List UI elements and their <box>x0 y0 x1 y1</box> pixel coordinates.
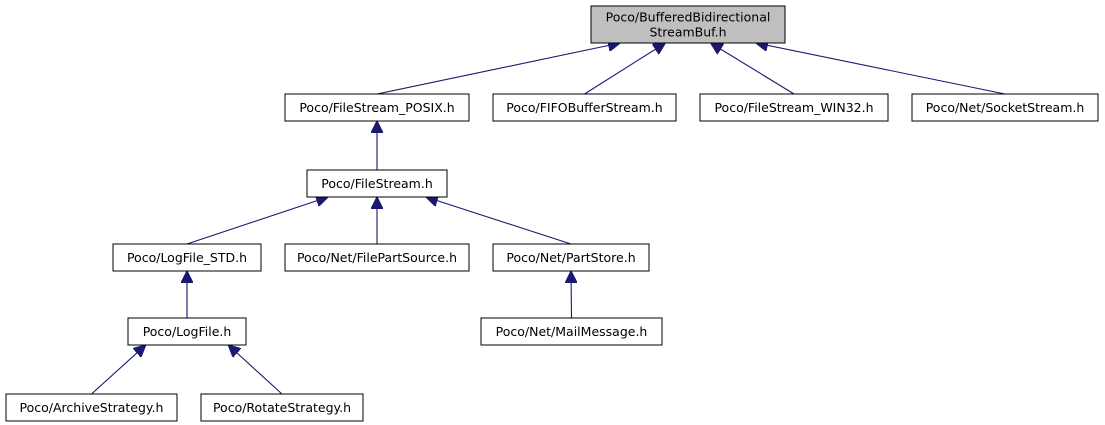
node-box-win32 <box>699 93 889 122</box>
node-label-logfile: Poco/LogFile.h <box>143 324 232 339</box>
edge-socket-to-root <box>756 43 1006 95</box>
node-box-rotate <box>200 393 364 422</box>
node-label-socket: Poco/Net/SocketStream.h <box>926 100 1085 115</box>
edge-logstd-to-filestream <box>186 197 328 245</box>
node-label-filepart: Poco/Net/FilePartSource.h <box>297 250 457 265</box>
edge-archive-to-logfile <box>91 345 146 395</box>
edge-mailmsg-to-partstore <box>571 271 572 319</box>
node-filepart[interactable]: Poco/Net/FilePartSource.h <box>284 243 470 272</box>
edge-partstore-to-filestream <box>426 197 572 245</box>
edge-rotate-to-logfile <box>228 345 283 395</box>
node-label-root-line2: StreamBuf.h <box>649 25 726 40</box>
node-socket[interactable]: Poco/Net/SocketStream.h <box>911 93 1099 122</box>
node-label-logstd: Poco/LogFile_STD.h <box>127 250 247 265</box>
node-logfile[interactable]: Poco/LogFile.h <box>127 317 247 346</box>
node-box-partstore <box>492 243 650 272</box>
nodes: Poco/BufferedBidirectionalStreamBuf.hPoc… <box>5 5 1099 422</box>
node-box-fifo <box>492 93 677 122</box>
node-label-fifo: Poco/FIFOBufferStream.h <box>506 100 662 115</box>
node-box-root <box>590 5 786 44</box>
node-logstd[interactable]: Poco/LogFile_STD.h <box>112 243 262 272</box>
node-box-mailmsg <box>480 317 663 346</box>
node-label-win32: Poco/FileStream_WIN32.h <box>714 100 873 115</box>
node-posix[interactable]: Poco/FileStream_POSIX.h <box>284 93 470 122</box>
edge-win32-to-root <box>711 43 795 95</box>
node-box-socket <box>911 93 1099 122</box>
node-mailmsg[interactable]: Poco/Net/MailMessage.h <box>480 317 663 346</box>
node-box-logstd <box>112 243 262 272</box>
node-archive[interactable]: Poco/ArchiveStrategy.h <box>5 393 178 422</box>
node-fifo[interactable]: Poco/FIFOBufferStream.h <box>492 93 677 122</box>
node-filestream[interactable]: Poco/FileStream.h <box>306 169 448 198</box>
node-box-posix <box>284 93 470 122</box>
edges <box>91 43 1006 395</box>
node-label-posix: Poco/FileStream_POSIX.h <box>299 100 454 115</box>
node-label-root-line1: Poco/BufferedBidirectional <box>606 10 771 25</box>
node-box-archive <box>5 393 178 422</box>
node-label-mailmsg: Poco/Net/MailMessage.h <box>496 324 648 339</box>
node-label-filestream: Poco/FileStream.h <box>321 176 433 191</box>
node-box-logfile <box>127 317 247 346</box>
edge-fifo-to-root <box>584 43 666 95</box>
node-label-rotate: Poco/RotateStrategy.h <box>213 400 351 415</box>
node-label-archive: Poco/ArchiveStrategy.h <box>20 400 164 415</box>
node-rotate[interactable]: Poco/RotateStrategy.h <box>200 393 364 422</box>
edge-posix-to-root <box>376 43 620 95</box>
node-label-partstore: Poco/Net/PartStore.h <box>506 250 635 265</box>
node-box-filestream <box>306 169 448 198</box>
node-win32[interactable]: Poco/FileStream_WIN32.h <box>699 93 889 122</box>
node-box-filepart <box>284 243 470 272</box>
node-partstore[interactable]: Poco/Net/PartStore.h <box>492 243 650 272</box>
